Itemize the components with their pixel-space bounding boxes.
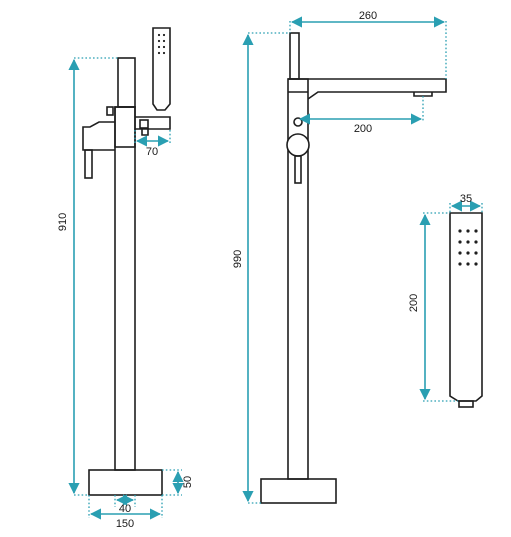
dim-150-label: 150 [116,518,134,530]
side-upper-block [114,106,136,148]
hand-shower-body [449,212,483,402]
side-lever [84,149,93,179]
hand-shower-connector [458,400,474,408]
side-holder [117,57,136,108]
side-shower-nipple [141,128,149,136]
side-hand-shower-nozzles [157,33,166,55]
dim-260-label: 260 [359,10,377,22]
side-shower-fitting [139,119,149,129]
side-view: 910 70 50 40 150 [57,27,194,530]
side-hand-shower [152,27,171,111]
front-spout [288,78,447,100]
dim-50-label: 50 [182,476,194,488]
side-mixer-body [82,121,115,151]
dim-35-label: 35 [460,193,472,205]
front-lever [294,155,302,184]
front-view: 260 200 990 [232,10,447,504]
hand-shower-view: 35 200 [408,193,483,408]
dim-70-label: 70 [146,146,158,158]
dim-990-label: 990 [232,250,244,268]
hand-shower-nozzles [458,229,478,266]
front-base [260,478,337,504]
front-holder [289,32,300,80]
front-valve-knob [286,133,310,157]
side-pipe [114,106,136,471]
dim-200-spout-label: 200 [354,123,372,135]
dim-910-label: 910 [57,213,69,231]
side-base [88,469,163,496]
side-shower-arm [135,116,171,130]
dim-200-hs-label: 200 [408,294,420,312]
side-knob [106,106,114,116]
